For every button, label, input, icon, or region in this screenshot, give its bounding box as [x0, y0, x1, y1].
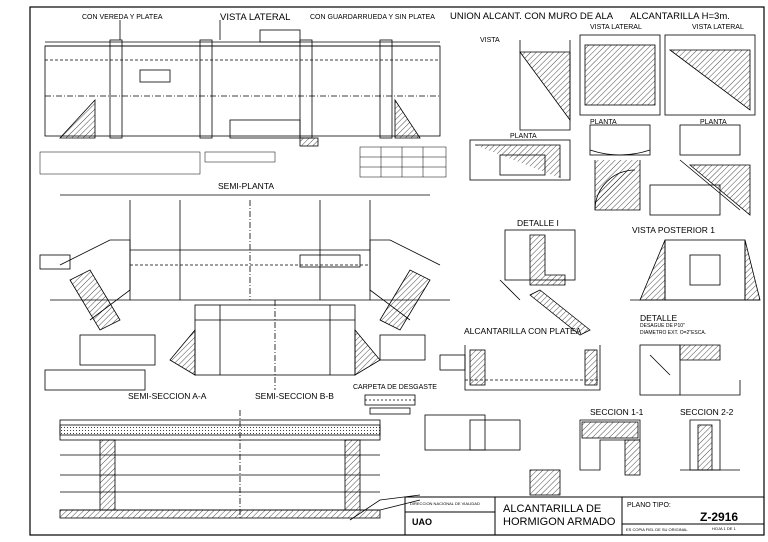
sheet-border	[29, 6, 765, 536]
title-line-2: HORMIGON ARMADO	[503, 516, 616, 528]
seccion-11-22-drawing	[424, 414, 740, 496]
label-vista-lateral: VISTA LATERAL	[220, 12, 291, 23]
label-vereda-platea: CON VEREDA Y PLATEA	[82, 14, 163, 21]
label-carpeta-desgaste: CARPETA DE DESGASTE	[353, 384, 437, 391]
title-block-agency: DIRECCION NACIONAL DE VIALIDAD	[410, 501, 480, 506]
label-detalle-i: DETALLE I	[517, 218, 559, 228]
vista-lateral-drawing	[44, 20, 441, 147]
label-alcantarilla-platea: ALCANTARILLA CON PLATEA	[464, 326, 582, 336]
label-detalle-sub-1: DESAGUE DE P10"	[640, 323, 685, 329]
vista-posterior-drawing	[630, 239, 761, 301]
label-alcantarilla-h3: ALCANTARILLA H=3m.	[630, 11, 730, 22]
detalle-desague-drawing	[639, 344, 741, 396]
semi-seccion-drawing	[44, 300, 426, 391]
label-vista-lateral-3: VISTA LATERAL	[692, 24, 744, 31]
label-semi-seccion-aa: SEMI-SECCION A-A	[128, 391, 207, 401]
label-vista-posterior: VISTA POSTERIOR 1	[632, 225, 715, 235]
label-semi-planta: SEMI-PLANTA	[218, 181, 275, 191]
carpeta-drawing	[364, 394, 416, 415]
label-planta-2: PLANTA	[590, 119, 617, 126]
label-detalle-sub-2: DIAMETRO EXT. O=2"ESCA.	[640, 330, 707, 336]
label-seccion-11: SECCION 1-1	[590, 407, 644, 417]
label-guardarrueda: CON GUARDARRUEDA Y SIN PLATEA	[310, 14, 435, 21]
label-planta-3: PLANTA	[700, 119, 727, 126]
label-vista-lateral-2: VISTA LATERAL	[590, 24, 642, 31]
label-union-muro-ala: UNION ALCANT. CON MURO DE ALA	[450, 11, 614, 22]
plano-tipo-label: PLANO TIPO:	[627, 502, 671, 509]
plano-code: Z-2916	[700, 510, 739, 524]
alcantarilla-h3-drawing	[579, 34, 756, 216]
semi-seccion-ab-drawing	[59, 410, 421, 521]
label-detalle: DETALLE	[640, 313, 678, 323]
sheet-number: HOJA 1 DE 1	[712, 526, 736, 531]
title-block-frame	[404, 496, 765, 536]
detalle-i-drawing	[499, 229, 591, 336]
label-seccion-22: SECCION 2-2	[680, 407, 734, 417]
label-vista: VISTA	[480, 37, 500, 44]
label-semi-seccion-bb: SEMI-SECCION B-B	[255, 391, 334, 401]
alcantarilla-platea-drawing	[439, 345, 601, 391]
notes-blocks	[39, 146, 447, 178]
copy-note: ES COPIA FIEL DE SU ORIGINAL	[626, 527, 688, 532]
label-planta-1: PLANTA	[510, 133, 537, 140]
title-line-1: ALCANTARILLA DE	[503, 503, 602, 515]
union-muro-ala-drawing	[469, 40, 571, 181]
semi-planta-drawing	[39, 194, 450, 331]
title-block-logo: UAO	[412, 517, 432, 527]
